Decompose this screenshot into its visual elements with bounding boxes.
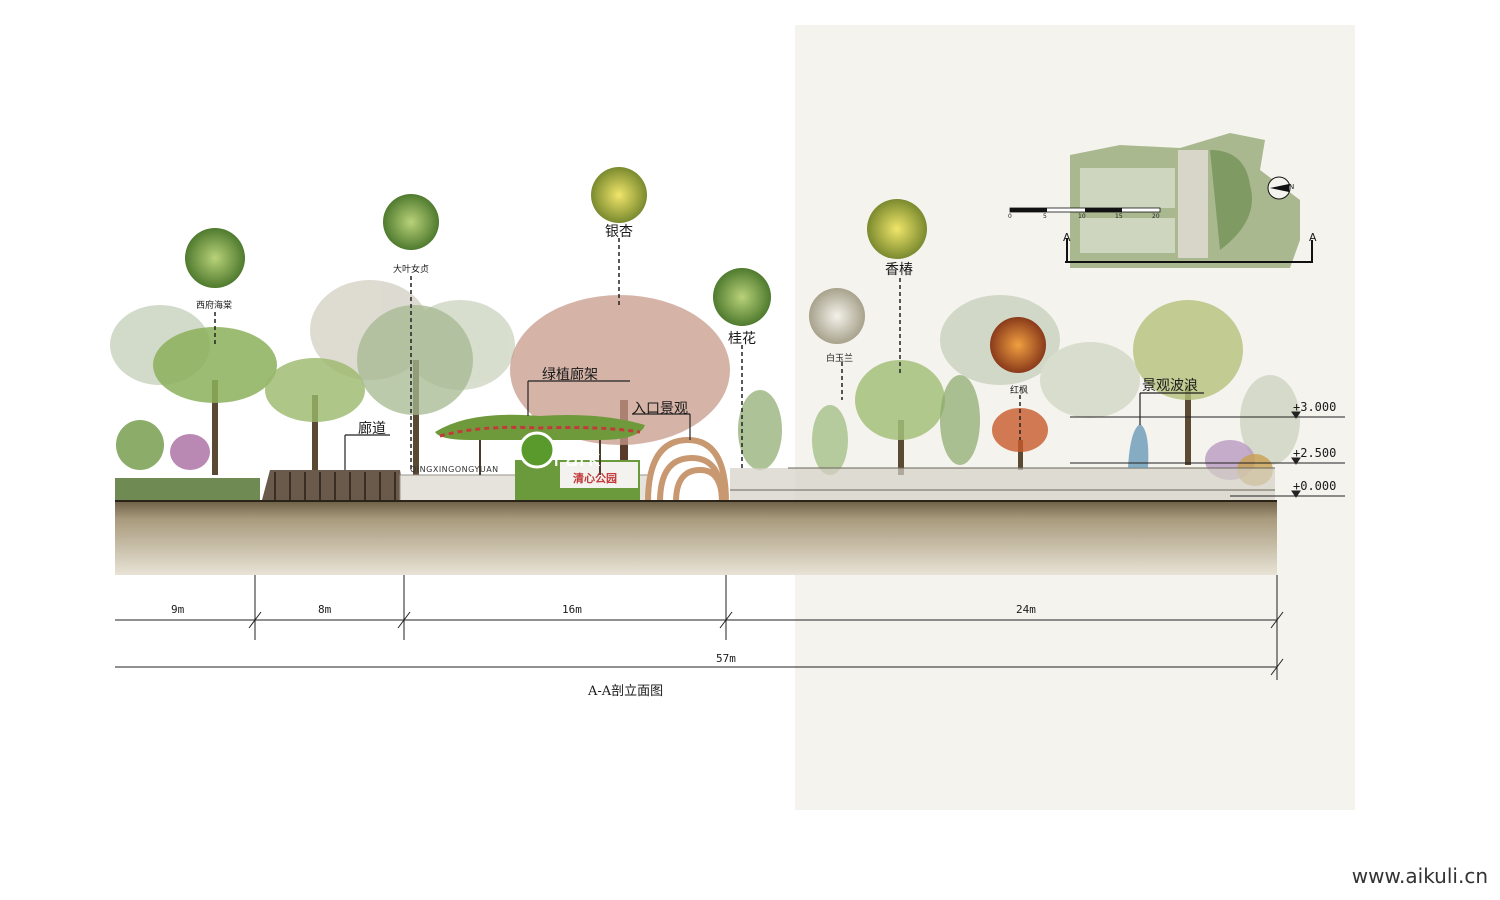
scale-tick-10: 10 [1078,213,1086,220]
xifu-haitang-thumbnail [185,228,245,288]
elevation-label-mid: +2.500 [1293,446,1337,460]
foreground-trees [116,295,1273,486]
dimension-label-segment-4: 24m [1016,603,1036,616]
scale-tick-15: 15 [1115,213,1123,220]
park-logo-icon [518,431,556,469]
plant-label-hongfeng: 红枫 [1010,386,1029,396]
north-label: N [1289,183,1295,191]
plant-label-guihua: 桂花 [728,331,756,347]
sign-park-name: 清心公园 [573,472,617,485]
plant-label-baiyulan: 白玉兰 [826,354,854,364]
dimension-label-total: 57m [716,652,736,665]
sign-brand-letters: Park [553,447,601,472]
corridor-structure [262,470,405,500]
hongfeng-thumbnail [990,317,1046,373]
plant-label-xiangchun: 香椿 [885,262,913,278]
guihua-thumbnail [713,268,771,326]
feature-callouts [344,380,1204,470]
plant-label-xifu-haitang: 西府海棠 [196,301,233,311]
dayenuzhen-thumbnail [383,194,439,250]
feature-label-entrance: 入口景观 [632,401,688,417]
dimension-label-segment-3: 16m [562,603,582,616]
feature-label-green-pergola: 绿植廊架 [542,367,598,383]
plant-leaders [214,238,1021,470]
scale-tick-5: 5 [1043,213,1047,220]
raised-terrace [730,467,1275,501]
section-mark-right: A [1309,231,1317,244]
elevation-markers [1070,411,1345,498]
drawing-title: A-A剖立面图 [588,684,664,699]
entrance-arches [645,436,729,503]
feature-label-corridor: 廊道 [358,421,386,437]
green-pergola-roof [435,414,645,475]
watermark: www.aikuli.cn [1351,864,1488,888]
sign-pinyin: QINGXINGONGYUAN [410,465,499,474]
baiyulan-thumbnail [809,288,865,344]
feature-label-wave: 景观波浪 [1142,378,1198,394]
scale-tick-20: 20 [1152,213,1160,220]
hedge-left [115,478,260,500]
plant-label-yinxing: 银杏 [605,224,633,240]
dimension-lines [115,575,1284,680]
yinxing-thumbnail [591,167,647,223]
elevation-label-ground: +0.000 [1293,479,1337,493]
section-mark-left: A [1063,231,1071,244]
plant-label-dayenuzhen: 大叶女贞 [393,265,430,275]
dimension-label-segment-2: 8m [318,603,332,616]
key-plan-map [1009,133,1313,268]
wave-sculpture-icon [1128,424,1149,468]
xiangchun-thumbnail [867,199,927,259]
plant-thumbnails [185,167,1046,373]
dimension-label-segment-1: 9m [171,603,185,616]
scale-tick-0: 0 [1008,213,1012,220]
soil-section [115,500,1277,575]
elevation-label-top: +3.000 [1293,400,1337,414]
